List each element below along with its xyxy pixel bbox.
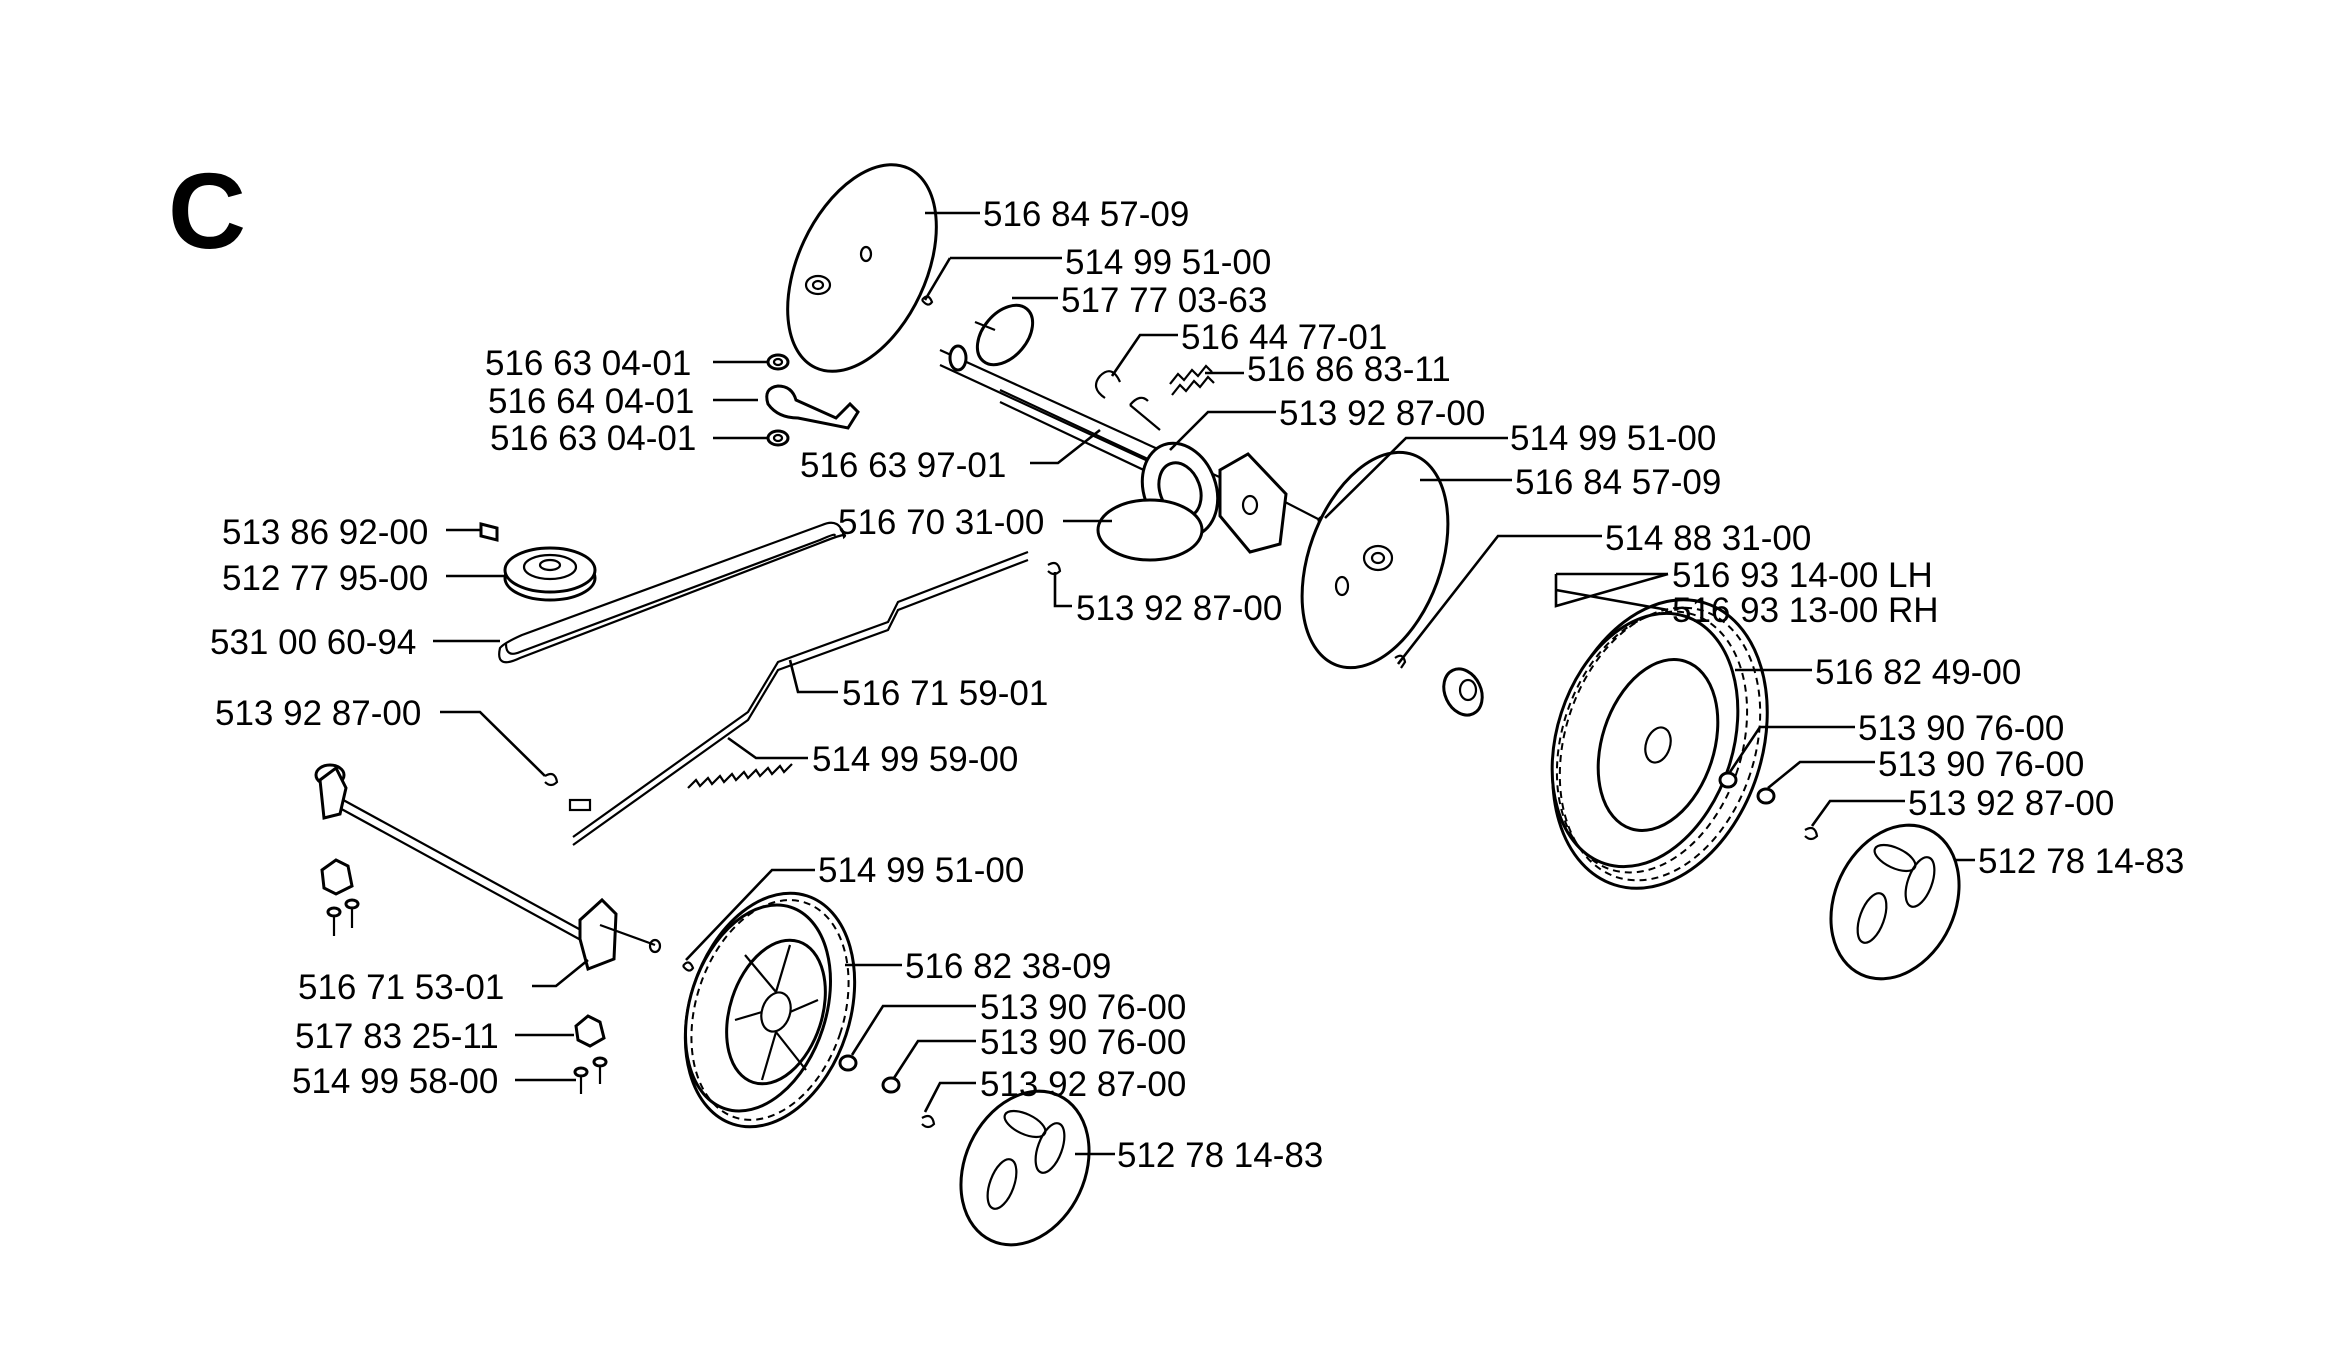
bracket-small-left-drawing — [320, 858, 360, 936]
label-nut-right-1: 513 90 76-00 — [1858, 709, 2064, 748]
bracket-small-drawing — [574, 1014, 606, 1048]
section-letter: C — [168, 150, 246, 271]
label-ratchet-rh: 516 93 13-00 RH — [1672, 591, 1939, 630]
label-rear-wheel: 516 82 49-00 — [1815, 653, 2021, 692]
hubcap-right-drawing — [1829, 823, 1961, 981]
nut-right-1-drawing — [1718, 771, 1738, 789]
label-bracket-small: 517 83 25-11 — [295, 1017, 499, 1056]
label-belt: 531 00 60-94 — [210, 623, 416, 662]
label-washer-lower: 516 63 04-01 — [490, 419, 696, 458]
label-clip-right: 513 92 87-00 — [1908, 784, 2114, 823]
label-cotter-front: 514 99 51-00 — [818, 851, 1024, 890]
label-lever: 516 64 04-01 — [488, 382, 694, 421]
label-pinion: 516 86 83-11 — [1247, 350, 1451, 389]
label-cotter-right: 514 99 51-00 — [1510, 419, 1716, 458]
label-cotter-top: 514 99 51-00 — [1065, 243, 1271, 282]
label-pulley: 512 77 95-00 — [222, 559, 428, 598]
spring-drawing — [687, 763, 793, 789]
label-spring-clip: 516 44 77-01 — [1181, 318, 1387, 357]
label-cover-top: 516 84 57-09 — [983, 195, 1189, 234]
label-bearing-bracket: 517 77 03-63 — [1061, 281, 1267, 320]
washer-upper-drawing — [766, 353, 790, 371]
label-key: 513 86 92-00 — [222, 513, 428, 552]
rear-wheel-drawing — [1550, 598, 1769, 890]
label-nut-right-2: 513 90 76-00 — [1878, 745, 2084, 784]
nut-front-1-drawing — [838, 1054, 858, 1072]
label-spring: 514 99 59-00 — [812, 740, 1018, 779]
screw-drawing — [573, 1056, 608, 1094]
label-clip-mid: 513 92 87-00 — [1076, 589, 1282, 628]
washer-lower-drawing — [766, 429, 790, 447]
label-control-rod: 516 71 59-01 — [842, 674, 1048, 713]
pawl-drawing — [1394, 654, 1407, 669]
label-front-wheel: 516 82 38-09 — [905, 947, 1111, 986]
label-hubcap-front: 512 78 14-83 — [1117, 1136, 1323, 1175]
cover-top-drawing — [786, 163, 938, 373]
front-axle-drawing — [314, 763, 662, 971]
lever-drawing — [765, 384, 860, 430]
spring-clip-drawing — [1094, 370, 1122, 399]
label-ratchet-lh: 516 93 14-00 LH — [1672, 556, 1933, 595]
label-hubcap-right: 512 78 14-83 — [1978, 842, 2184, 881]
label-clip-left: 513 92 87-00 — [215, 694, 421, 733]
label-nut-front-2: 513 90 76-00 — [980, 1023, 1186, 1062]
ratchet-drawing — [1442, 667, 1484, 717]
label-cover-right: 516 84 57-09 — [1515, 463, 1721, 502]
label-clip-upper: 513 92 87-00 — [1279, 394, 1485, 433]
cotter-front-drawing — [682, 961, 695, 972]
label-axle-rod: 516 63 97-01 — [800, 446, 1006, 485]
clip-right-drawing — [1804, 826, 1819, 841]
clip-left-drawing — [544, 772, 559, 787]
clip-front-drawing — [921, 1114, 936, 1129]
label-clip-front: 513 92 87-00 — [980, 1065, 1186, 1104]
hubcap-front-drawing — [959, 1089, 1091, 1247]
key-drawing — [479, 522, 499, 542]
clip-mid-drawing — [1047, 561, 1062, 576]
label-screw: 514 99 58-00 — [292, 1062, 498, 1101]
label-washer-upper: 516 63 04-01 — [485, 344, 691, 383]
leader-lines — [433, 211, 1975, 1156]
belt-drawing — [498, 521, 847, 664]
pinion-drawing — [1169, 364, 1215, 396]
label-nut-front-1: 513 90 76-00 — [980, 988, 1186, 1027]
control-rod-drawing — [568, 550, 1029, 846]
nut-right-2-drawing — [1756, 787, 1776, 805]
front-wheel-drawing — [683, 891, 857, 1129]
bearing-bracket-drawing — [974, 303, 1035, 367]
nut-front-2-drawing — [881, 1076, 901, 1094]
cover-right-drawing — [1300, 450, 1450, 670]
label-gearbox: 516 70 31-00 — [838, 503, 1044, 542]
pulley-drawing — [503, 546, 597, 602]
gearbox-assembly-drawing — [939, 344, 1321, 562]
label-pawl: 514 88 31-00 — [1605, 519, 1811, 558]
label-front-axle: 516 71 53-01 — [298, 968, 504, 1007]
